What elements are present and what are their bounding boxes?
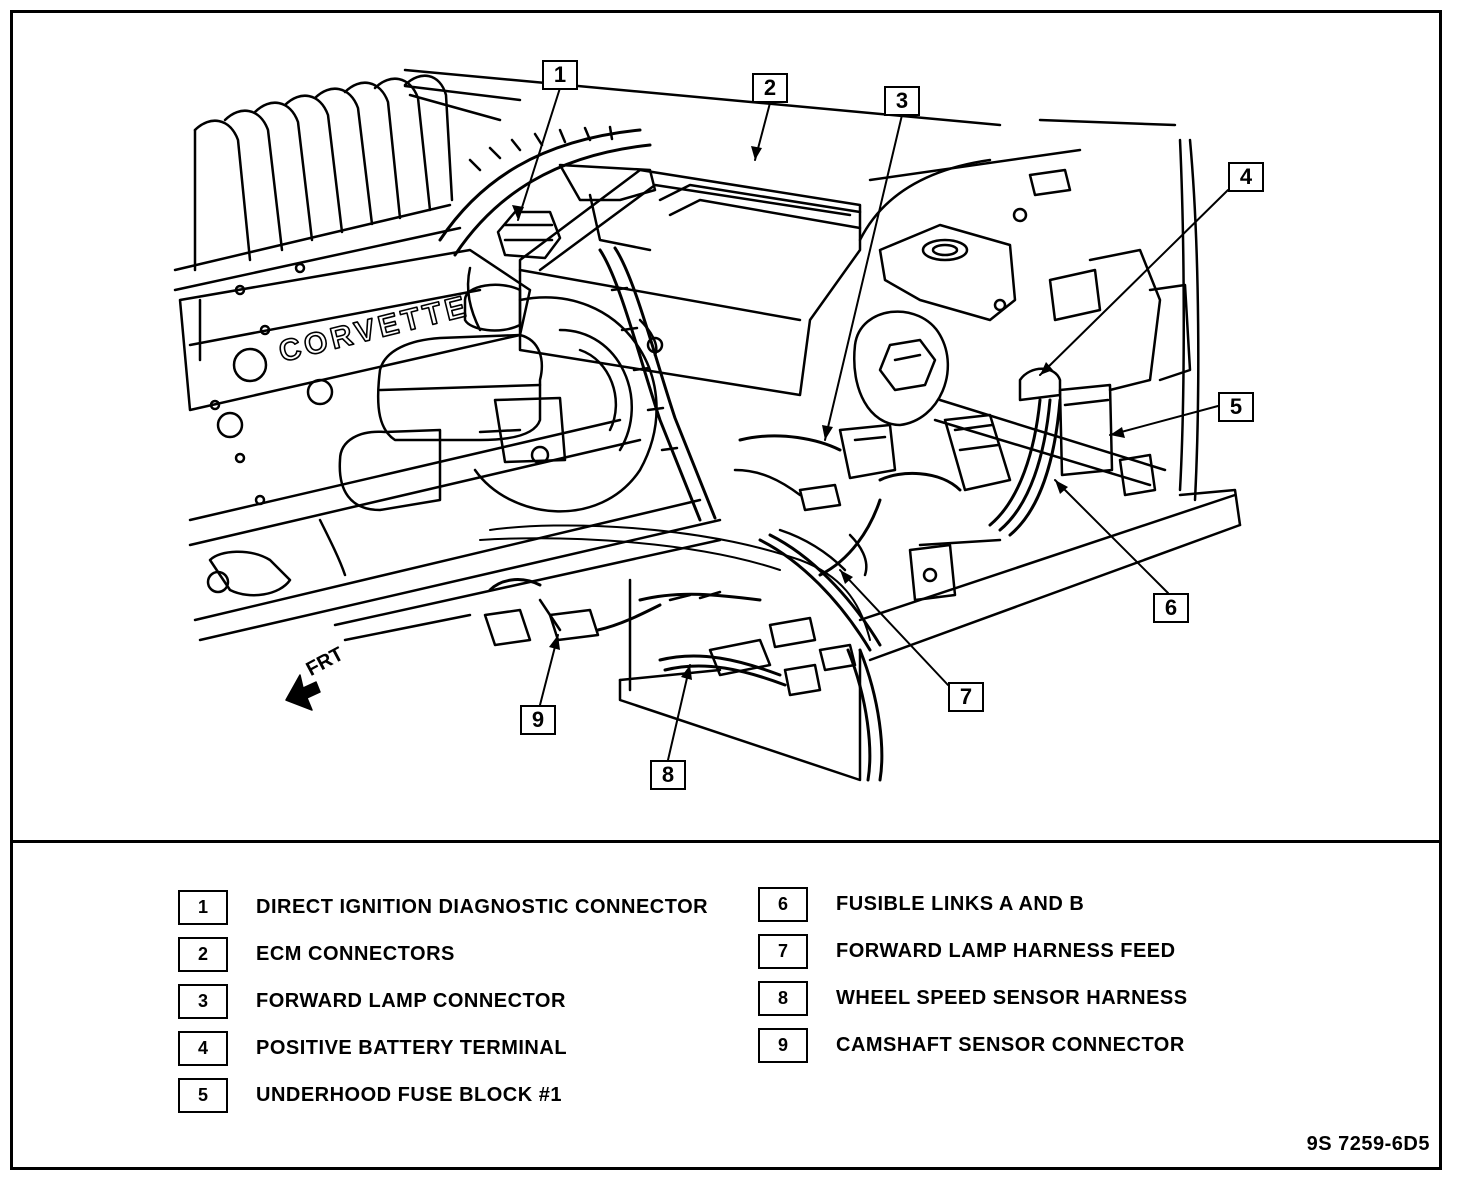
corvette-badge: CORVETTE [276, 290, 473, 369]
relay-center [933, 398, 1167, 492]
legend-label-1: DIRECT IGNITION DIAGNOSTIC CONNECTOR [256, 896, 709, 918]
callout-box-9: 9 [520, 705, 556, 735]
master-cylinder [338, 283, 567, 512]
alternator [852, 310, 950, 427]
callout-box-6: 6 [1153, 593, 1189, 623]
callout-box-1: 1 [542, 60, 578, 90]
camshaft-sensor-connector [483, 578, 662, 647]
legend-label-6: FUSIBLE LINKS A AND B [836, 893, 1085, 915]
legend-number-6: 6 [758, 887, 808, 922]
legend-number-9: 9 [758, 1028, 808, 1063]
diagnostic-connector [466, 210, 562, 332]
callout-box-2: 2 [752, 73, 788, 103]
figure-id: 9S 7259-6D5 [1306, 1133, 1430, 1155]
legend-number-4: 4 [178, 1031, 228, 1066]
legend-label-4: POSITIVE BATTERY TERMINAL [256, 1037, 568, 1059]
legend-number-3: 3 [178, 984, 228, 1019]
legend-label-2: ECM CONNECTORS [256, 943, 455, 965]
legend-number-1: 1 [178, 890, 228, 925]
callout-box-3: 3 [884, 86, 920, 116]
fuse-block-area [988, 248, 1192, 537]
legend-label-9: CAMSHAFT SENSOR CONNECTOR [836, 1034, 1185, 1056]
engine-compartment-illustration: CORVETTE [173, 68, 1242, 782]
forward-lamp-connector [733, 423, 897, 512]
brake-booster [473, 296, 658, 513]
legend-divider [10, 840, 1442, 843]
lower-structure [333, 488, 1242, 782]
wheel-speed-harness [638, 590, 857, 697]
figure-frame [10, 10, 1442, 1170]
legend-label-7: FORWARD LAMP HARNESS FEED [836, 940, 1176, 962]
intake-manifold [173, 68, 1002, 292]
frame-rails [188, 418, 722, 642]
leader-lines [517, 87, 1229, 761]
legend-number-7: 7 [758, 934, 808, 969]
callout-box-4: 4 [1228, 162, 1264, 192]
legend-number-2: 2 [178, 937, 228, 972]
callout-box-7: 7 [948, 682, 984, 712]
front-arrow-icon [285, 674, 321, 711]
legend-number-5: 5 [178, 1078, 228, 1113]
valve-cover [178, 248, 532, 506]
lamp-harness-feed [758, 471, 1002, 652]
callout-box-8: 8 [650, 760, 686, 790]
legend-label-3: FORWARD LAMP CONNECTOR [256, 990, 566, 1012]
callout-box-5: 5 [1218, 392, 1254, 422]
legend-label-5: UNDERHOOD FUSE BLOCK #1 [256, 1084, 562, 1106]
main-harness [438, 125, 717, 522]
leader-arrowheads [512, 146, 1125, 680]
ecm-module [518, 163, 862, 397]
legend-number-8: 8 [758, 981, 808, 1016]
strut-tower [858, 118, 1200, 502]
legend-label-8: WHEEL SPEED SENSOR HARNESS [836, 987, 1188, 1009]
